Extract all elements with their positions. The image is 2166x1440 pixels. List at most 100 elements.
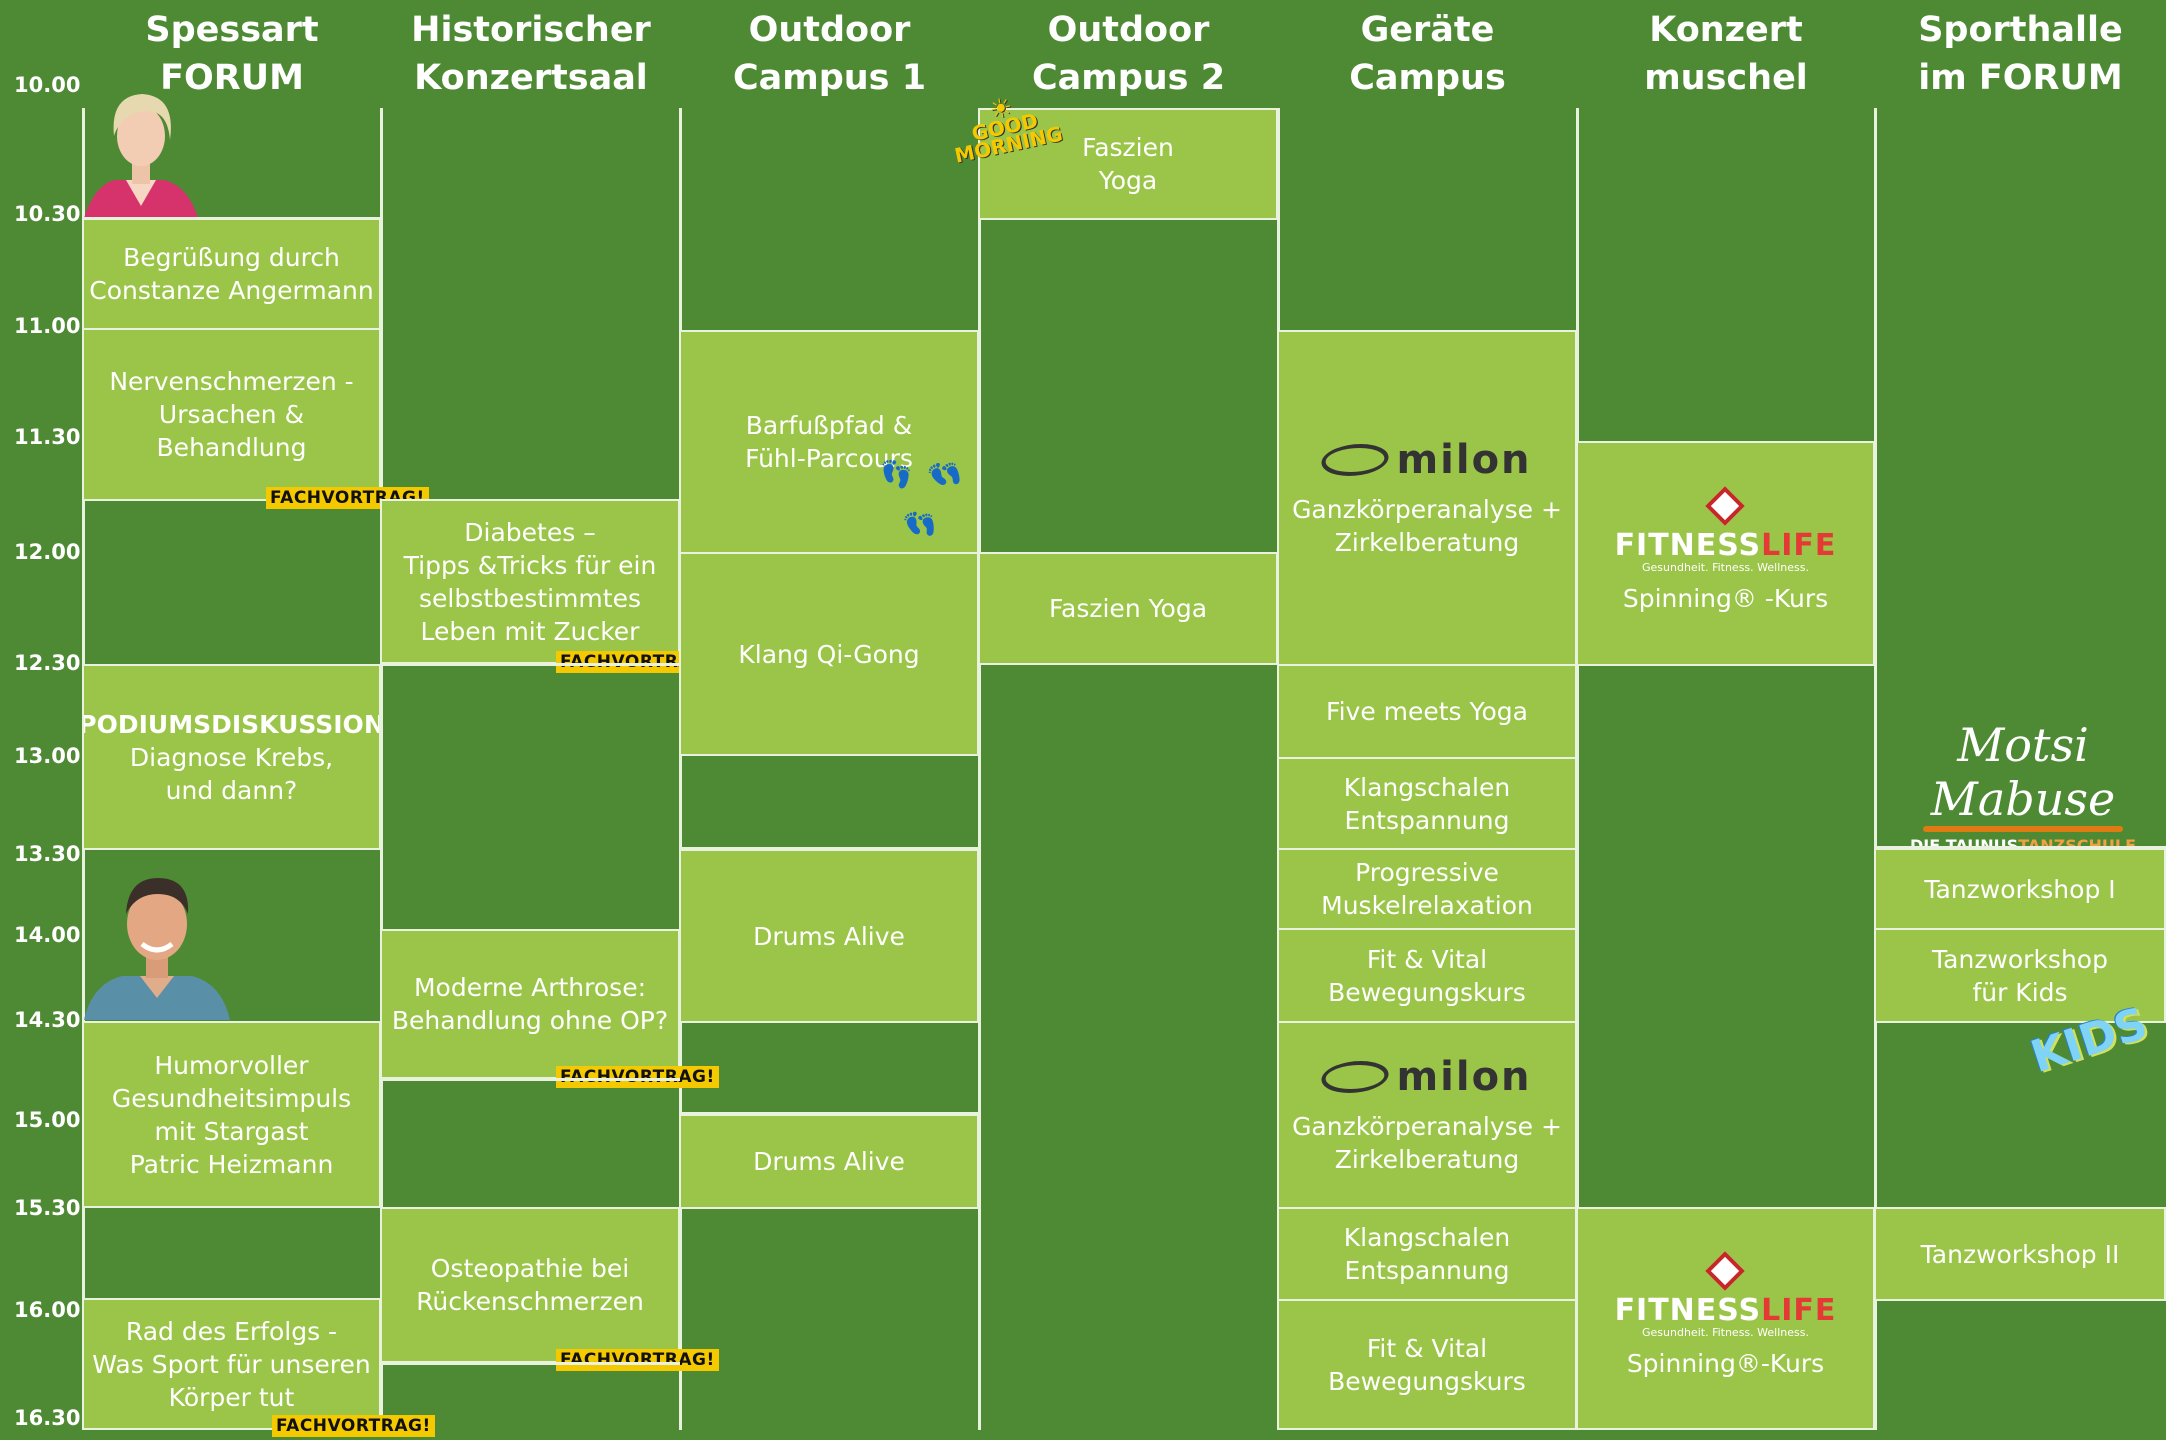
event-title: Diagnose Krebs, und dann? [129,742,334,805]
event-ganzkoerperanalyse-2[interactable]: milon Ganzkörperanalyse + Zirkelberatung [1277,1021,1577,1209]
event-title: Osteopathie bei Rückenschmerzen [416,1254,644,1316]
event-fit-vital-1[interactable]: Fit & Vital Bewegungskurs [1277,928,1577,1023]
column-divider [679,108,682,1430]
fitnesslife-wordmark: FITNESSLIFE [1615,1293,1837,1328]
time-divider [679,847,979,850]
column-divider [1576,108,1579,1430]
time-label: 14.00 [14,923,81,947]
fitnesslife-logo: FITNESSLIFE Gesundheit. Fitness. Wellnes… [1615,486,1837,574]
event-title: Tanzworkshop I [1924,874,2116,904]
footprints-icon: 👣 [880,460,913,490]
time-label: 16.00 [14,1298,81,1322]
event-title: Faszien Yoga [1048,594,1208,623]
time-label: 15.00 [14,1108,81,1132]
event-title: Faszien Yoga [1082,133,1174,195]
time-divider [380,1078,680,1081]
column-header-outdoor-campus-2: Outdoor Campus 2 [1031,10,1226,98]
event-tanzworkshop-kids[interactable]: Tanzworkshop für Kids [1874,928,2166,1023]
fitnesslife-wordmark: FITNESSLIFE [1615,528,1837,563]
event-title: Humorvoller Gesundheitsimpuls mit Starga… [111,1050,352,1179]
fitnesslife-diamond-icon [1705,1251,1746,1291]
column-divider [380,108,383,1430]
speaker-photo-woman [84,86,198,218]
time-label: 12.00 [14,540,81,564]
event-title: Diabetes – Tipps &Tricks für ein selbstb… [403,517,657,646]
time-label: 13.00 [14,744,81,768]
milon-wordmark: milon [1396,437,1532,483]
column-divider [1874,108,1877,1430]
event-tanzworkshop-1[interactable]: Tanzworkshop I [1874,848,2166,930]
event-faszien-yoga-1[interactable]: Faszien Yoga [978,108,1278,220]
event-klangschalen-2[interactable]: Klangschalen Entspannung [1277,1207,1577,1301]
fachvortrag-badge: FACHVORTRAG! [272,1415,435,1437]
event-begruessung[interactable]: Begrüßung durch Constanze Angermann [82,218,381,330]
event-diabetes[interactable]: Diabetes – Tipps &Tricks für ein selbstb… [380,499,680,664]
event-rad-des-erfolgs[interactable]: Rad des Erfolgs - Was Sport für unseren … [82,1298,381,1430]
event-category: PODIUMSDISKUSSION [82,709,381,739]
motsi-mabuse-wordmark: Motsi Mabuse [1930,718,2116,826]
time-label: 13.30 [14,842,81,866]
column-header-konzertmuschel: Konzert muschel [1644,10,1808,98]
time-label: 15.30 [14,1196,81,1220]
fachvortrag-badge: FACHVORTRAG! [556,651,719,673]
event-title: Nervenschmerzen - Ursachen & Behandlung [109,367,354,462]
time-label: 11.00 [14,314,81,338]
fachvortrag-badge: FACHVORTRAG! [556,1349,719,1371]
time-divider [1874,846,2166,849]
time-divider [380,1362,680,1365]
event-drums-alive-1[interactable]: Drums Alive [679,849,979,1023]
event-humorvoller-gesundheitsimpuls[interactable]: Humorvoller Gesundheitsimpuls mit Starga… [82,1021,381,1208]
event-tanzworkshop-2[interactable]: Tanzworkshop II [1874,1207,2166,1301]
event-title: Spinning® -Kurs [1622,584,1829,613]
event-title: Ganzkörperanalyse + Zirkelberatung [1292,495,1562,557]
milon-logo: milon [1316,1054,1532,1100]
event-title: Progressive Muskelrelaxation [1321,858,1533,920]
time-label: 10.00 [14,73,81,97]
time-label: 14.30 [14,1008,81,1032]
event-title: Fit & Vital Bewegungskurs [1328,944,1526,1007]
event-nervenschmerzen[interactable]: Nervenschmerzen - Ursachen & Behandlung [82,328,381,501]
event-spinning-2[interactable]: FITNESSLIFE Gesundheit. Fitness. Wellnes… [1576,1207,1875,1430]
fitnesslife-word-fitness: FITNESS [1614,1293,1762,1328]
milon-ring-icon [1316,1061,1395,1093]
fitnesslife-tagline: Gesundheit. Fitness. Wellness. [1642,561,1809,574]
event-title: Ganzkörperanalyse + Zirkelberatung [1292,1112,1562,1174]
time-label: 10.30 [14,202,81,226]
time-divider [679,1112,979,1115]
event-title: Klangschalen Entspannung [1343,772,1511,835]
event-five-meets-yoga[interactable]: Five meets Yoga [1277,664,1577,759]
fitnesslife-word-life: LIFE [1761,528,1837,563]
event-osteopathie[interactable]: Osteopathie bei Rückenschmerzen [380,1207,680,1363]
event-title: Drums Alive [753,921,905,951]
fitnesslife-diamond-icon [1705,486,1746,526]
event-title: Drums Alive [753,1147,905,1176]
event-title: Five meets Yoga [1326,697,1528,726]
fitnesslife-word-life: LIFE [1761,1293,1837,1328]
time-label: 16.30 [14,1406,81,1430]
event-title: Moderne Arthrose: Behandlung ohne OP? [391,973,669,1035]
event-spinning-1[interactable]: FITNESSLIFE Gesundheit. Fitness. Wellnes… [1576,441,1875,666]
time-label: 12.30 [14,651,81,675]
event-ganzkoerperanalyse-1[interactable]: milon Ganzkörperanalyse + Zirkelberatung [1277,330,1577,666]
event-podiumsdiskussion[interactable]: PODIUMSDISKUSSION Diagnose Krebs, und da… [82,664,381,850]
event-barfusspfad[interactable]: Barfußpfad & Fühl-Parcours [679,330,979,554]
column-header-spessart-forum: Spessart FORUM [145,10,319,98]
column-divider [978,108,981,1430]
column-header-sporthalle: Sporthalle im FORUM [1918,10,2123,98]
event-title: Begrüßung durch Constanze Angermann [89,243,374,305]
event-moderne-arthrose[interactable]: Moderne Arthrose: Behandlung ohne OP? [380,929,680,1079]
event-klangschalen-1[interactable]: Klangschalen Entspannung [1277,757,1577,850]
milon-wordmark: milon [1396,1054,1532,1100]
event-drums-alive-2[interactable]: Drums Alive [679,1114,979,1209]
milon-ring-icon [1316,444,1395,476]
event-progressive-muskelrelaxation[interactable]: Progressive Muskelrelaxation [1277,848,1577,930]
event-title: Barfußpfad & Fühl-Parcours [745,411,913,473]
event-title: Rad des Erfolgs - Was Sport für unseren … [92,1316,371,1412]
event-fit-vital-2[interactable]: Fit & Vital Bewegungskurs [1277,1299,1577,1430]
event-title: Spinning®-Kurs [1626,1349,1825,1378]
event-klang-qi-gong[interactable]: Klang Qi-Gong [679,552,979,756]
column-header-geraete-campus: Geräte Campus [1349,10,1506,98]
event-faszien-yoga-2[interactable]: Faszien Yoga [978,552,1278,665]
fitnesslife-tagline: Gesundheit. Fitness. Wellness. [1642,1326,1809,1339]
